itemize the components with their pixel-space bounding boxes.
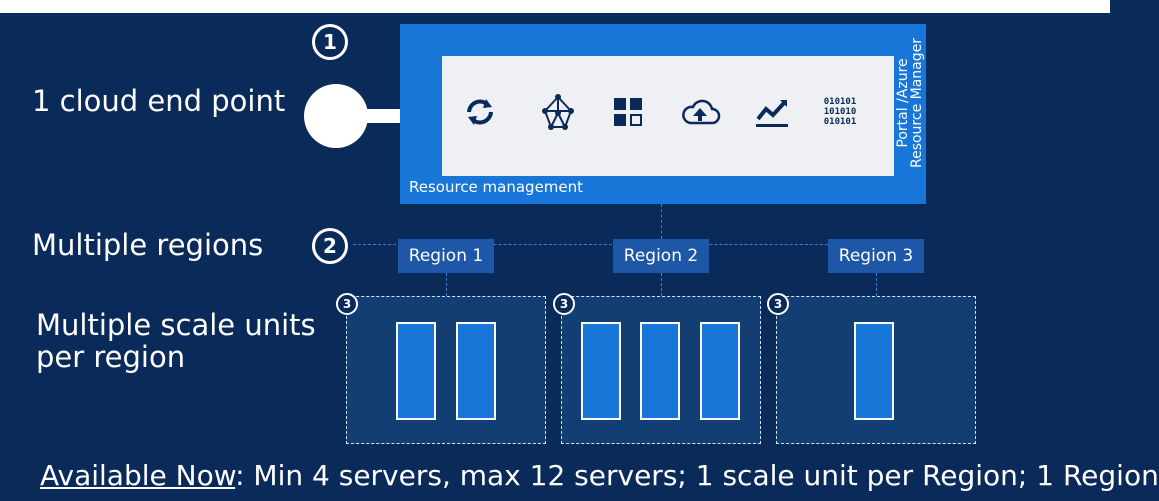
endpoint-connector	[364, 109, 404, 123]
step-3-badge-region-3: 3	[767, 293, 789, 315]
step-1-badge: 1	[312, 24, 348, 60]
resource-management-label: Resource management	[409, 178, 584, 196]
server-region-2-c	[700, 322, 740, 420]
region-2-box: Region 2	[613, 239, 709, 273]
step-3-badge-region-2: 3	[553, 293, 575, 315]
binary-icon: 010101 101010 010101	[820, 92, 860, 132]
trend-chart-icon	[752, 92, 792, 132]
portal-arm-line2: Resource Manager	[909, 37, 925, 169]
resource-management-icons-panel	[442, 56, 894, 176]
network-icon	[538, 92, 578, 132]
available-now-label: Available Now	[40, 459, 236, 492]
server-region-1-b	[456, 322, 496, 420]
scale-units-label-line1: Multiple scale units	[36, 308, 316, 342]
sync-icon	[460, 92, 500, 132]
portal-arm-label-text: Portal /Azure Resource Manager	[895, 37, 925, 169]
availability-details: : Min 4 servers, max 12 servers; 1 scale…	[235, 459, 1159, 492]
binary-line-2: 101010	[823, 107, 857, 117]
scale-units-label: Multiple scale units per region	[36, 308, 316, 374]
region-1-box: Region 1	[398, 239, 494, 273]
step-2-badge: 2	[312, 228, 348, 264]
scale-unit-region-1	[346, 296, 546, 444]
portal-arm-label: Portal /Azure Resource Manager	[895, 28, 925, 178]
scale-units-label-line2: per region	[36, 339, 186, 374]
binary-text: 010101 101010 010101	[824, 97, 857, 127]
region-3-box: Region 3	[828, 239, 924, 273]
binary-line-1: 010101	[823, 97, 857, 107]
binary-line-3: 010101	[823, 117, 857, 127]
server-region-2-b	[640, 322, 680, 420]
rm-to-regions-connector	[661, 204, 662, 239]
step-3-badge-region-1: 3	[336, 293, 358, 315]
server-region-1-a	[396, 322, 436, 420]
availability-footer: Available Now: Min 4 servers, max 12 ser…	[40, 459, 1159, 492]
cloud-endpoint-circle	[304, 84, 368, 148]
multiple-regions-label: Multiple regions	[32, 228, 264, 262]
region-2-connector	[661, 273, 662, 296]
tiles-icon	[608, 92, 648, 132]
cloud-end-point-label: 1 cloud end point	[32, 84, 286, 118]
server-region-3-a	[854, 322, 894, 420]
region-3-connector	[876, 273, 877, 296]
cloud-upload-icon	[680, 92, 721, 132]
portal-arm-line1: Portal /Azure	[895, 58, 911, 148]
server-region-2-a	[581, 322, 621, 420]
top-border	[0, 0, 1110, 13]
region-1-connector	[446, 273, 447, 296]
